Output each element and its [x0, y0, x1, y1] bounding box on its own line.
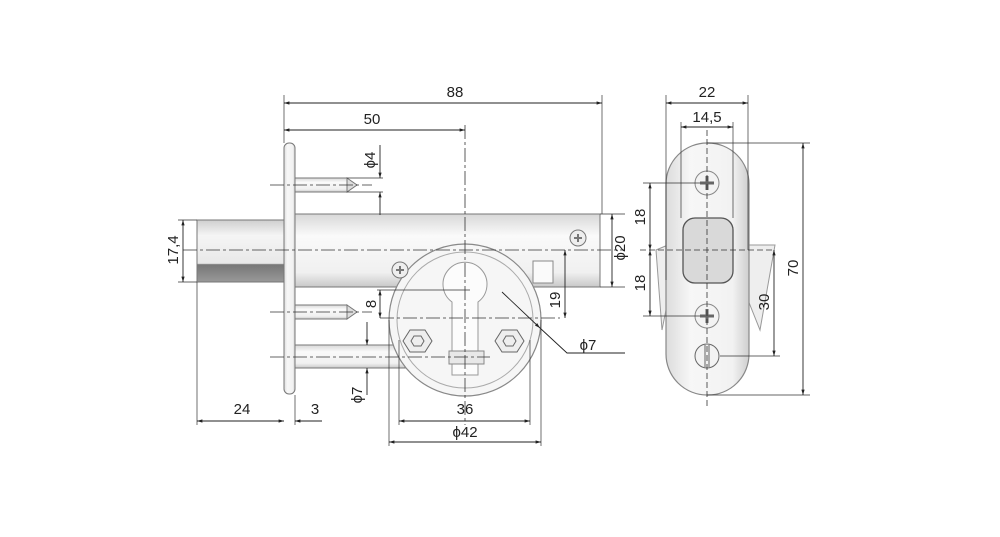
dim-14-5: 14,5: [692, 109, 721, 126]
flange: [283, 142, 296, 395]
dim-36: 36: [457, 401, 474, 418]
cylinder: [196, 219, 286, 283]
dim-22: 22: [699, 84, 716, 101]
dim-88: 88: [447, 84, 464, 101]
dim-3: 3: [311, 401, 319, 418]
dim-8: 8: [363, 300, 380, 308]
bolt-opening: [682, 217, 734, 284]
dim-18-lower: 18: [632, 275, 649, 292]
dim-24: 24: [234, 401, 251, 418]
front-dimensions: 88 50 ϕ4 17,4 24 3 ϕ20 8 19 ϕ7 ϕ7 36: [165, 84, 629, 446]
side-dimensions: 22 14,5 70 30 18 18: [632, 84, 810, 396]
bottom-bar: [294, 344, 406, 369]
phillips-screw-icon: [391, 229, 587, 279]
dim-70: 70: [785, 260, 802, 277]
dim-30: 30: [756, 294, 773, 311]
dim-bottom-pin-diameter: ϕ7: [349, 387, 366, 404]
dim-18-upper: 18: [632, 209, 649, 226]
dim-pin-diameter: ϕ4: [362, 152, 379, 169]
hex-screw-right-icon: [494, 329, 525, 353]
side-view: [640, 130, 776, 408]
dim-rosette-diameter: ϕ42: [452, 424, 477, 441]
dim-bolt-diameter: ϕ20: [612, 235, 629, 260]
dim-50: 50: [364, 111, 381, 128]
dim-hole-diameter: ϕ7: [580, 337, 597, 354]
front-view: [183, 125, 625, 425]
hex-screw-left-icon: [402, 329, 433, 353]
dim-cylinder-diameter: 17,4: [165, 235, 182, 264]
dim-19: 19: [547, 292, 564, 309]
square-notch: [532, 260, 554, 284]
